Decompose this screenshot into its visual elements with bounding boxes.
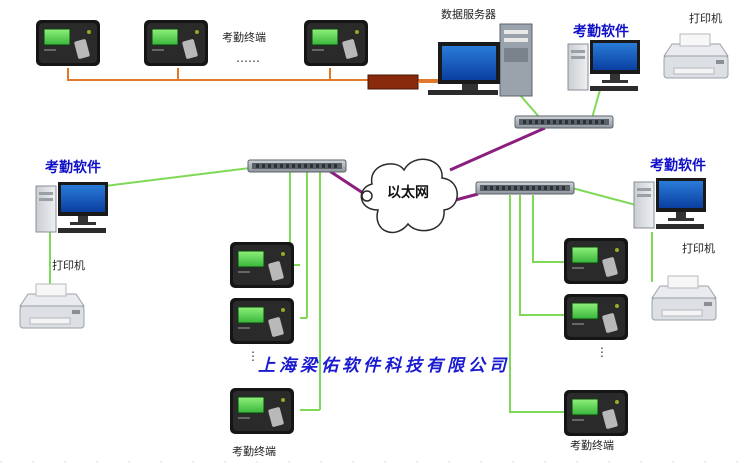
ellipsis-left: ⋮ bbox=[247, 349, 259, 363]
data-server bbox=[428, 23, 533, 97]
switch-right bbox=[475, 181, 575, 195]
printer-label-top: 打印机 bbox=[689, 12, 722, 25]
switch-top bbox=[514, 115, 614, 129]
terminal-right-2 bbox=[563, 293, 629, 341]
terminal-top-1 bbox=[35, 19, 101, 67]
terminal-label-right: 考勤终端 bbox=[570, 439, 614, 452]
terminal-left-2 bbox=[229, 297, 295, 345]
terminal-label-left: 考勤终端 bbox=[232, 445, 276, 458]
ellipsis-right: ⋮ bbox=[596, 345, 608, 359]
orange-bus-line bbox=[67, 68, 500, 81]
terminal-left-3 bbox=[229, 387, 295, 435]
pc-right bbox=[633, 177, 707, 230]
right-switch-software-line bbox=[571, 187, 637, 206]
converter-box bbox=[367, 74, 419, 90]
terminal-top-2 bbox=[143, 19, 209, 67]
ethernet-label: 以太网 bbox=[387, 185, 429, 201]
company-name: 上海梁佑软件科技有限公司 bbox=[258, 356, 510, 376]
printer-left bbox=[19, 283, 85, 329]
purple-link-topswitch bbox=[449, 126, 546, 172]
terminal-right-3 bbox=[563, 389, 629, 437]
data-server-label: 数据服务器 bbox=[441, 8, 496, 21]
terminal-left-1 bbox=[229, 241, 295, 289]
right-switch-drops bbox=[509, 195, 565, 413]
left-switch-drops bbox=[289, 172, 321, 411]
ellipsis-top: …… bbox=[236, 51, 260, 65]
software-label-top: 考勤软件 bbox=[573, 24, 629, 40]
terminal-label-top: 考勤终端 bbox=[222, 31, 266, 44]
server-switch-line bbox=[519, 94, 541, 119]
purple-link-leftswitch bbox=[327, 168, 367, 197]
printer-right bbox=[651, 275, 717, 321]
pc-top-right bbox=[567, 39, 641, 92]
terminal-top-3 bbox=[303, 19, 369, 67]
pc-left bbox=[35, 181, 109, 234]
software-label-right: 考勤软件 bbox=[650, 158, 706, 174]
switch-left bbox=[247, 159, 347, 173]
printer-top-right bbox=[663, 33, 729, 79]
topsoftware-switch-line bbox=[591, 89, 601, 119]
printer-label-left: 打印机 bbox=[52, 259, 85, 272]
software-label-left: 考勤软件 bbox=[45, 160, 101, 176]
ethernet-cloud bbox=[360, 158, 458, 234]
left-switch-software-line bbox=[104, 167, 251, 187]
printer-label-right: 打印机 bbox=[682, 242, 715, 255]
terminal-right-1 bbox=[563, 237, 629, 285]
